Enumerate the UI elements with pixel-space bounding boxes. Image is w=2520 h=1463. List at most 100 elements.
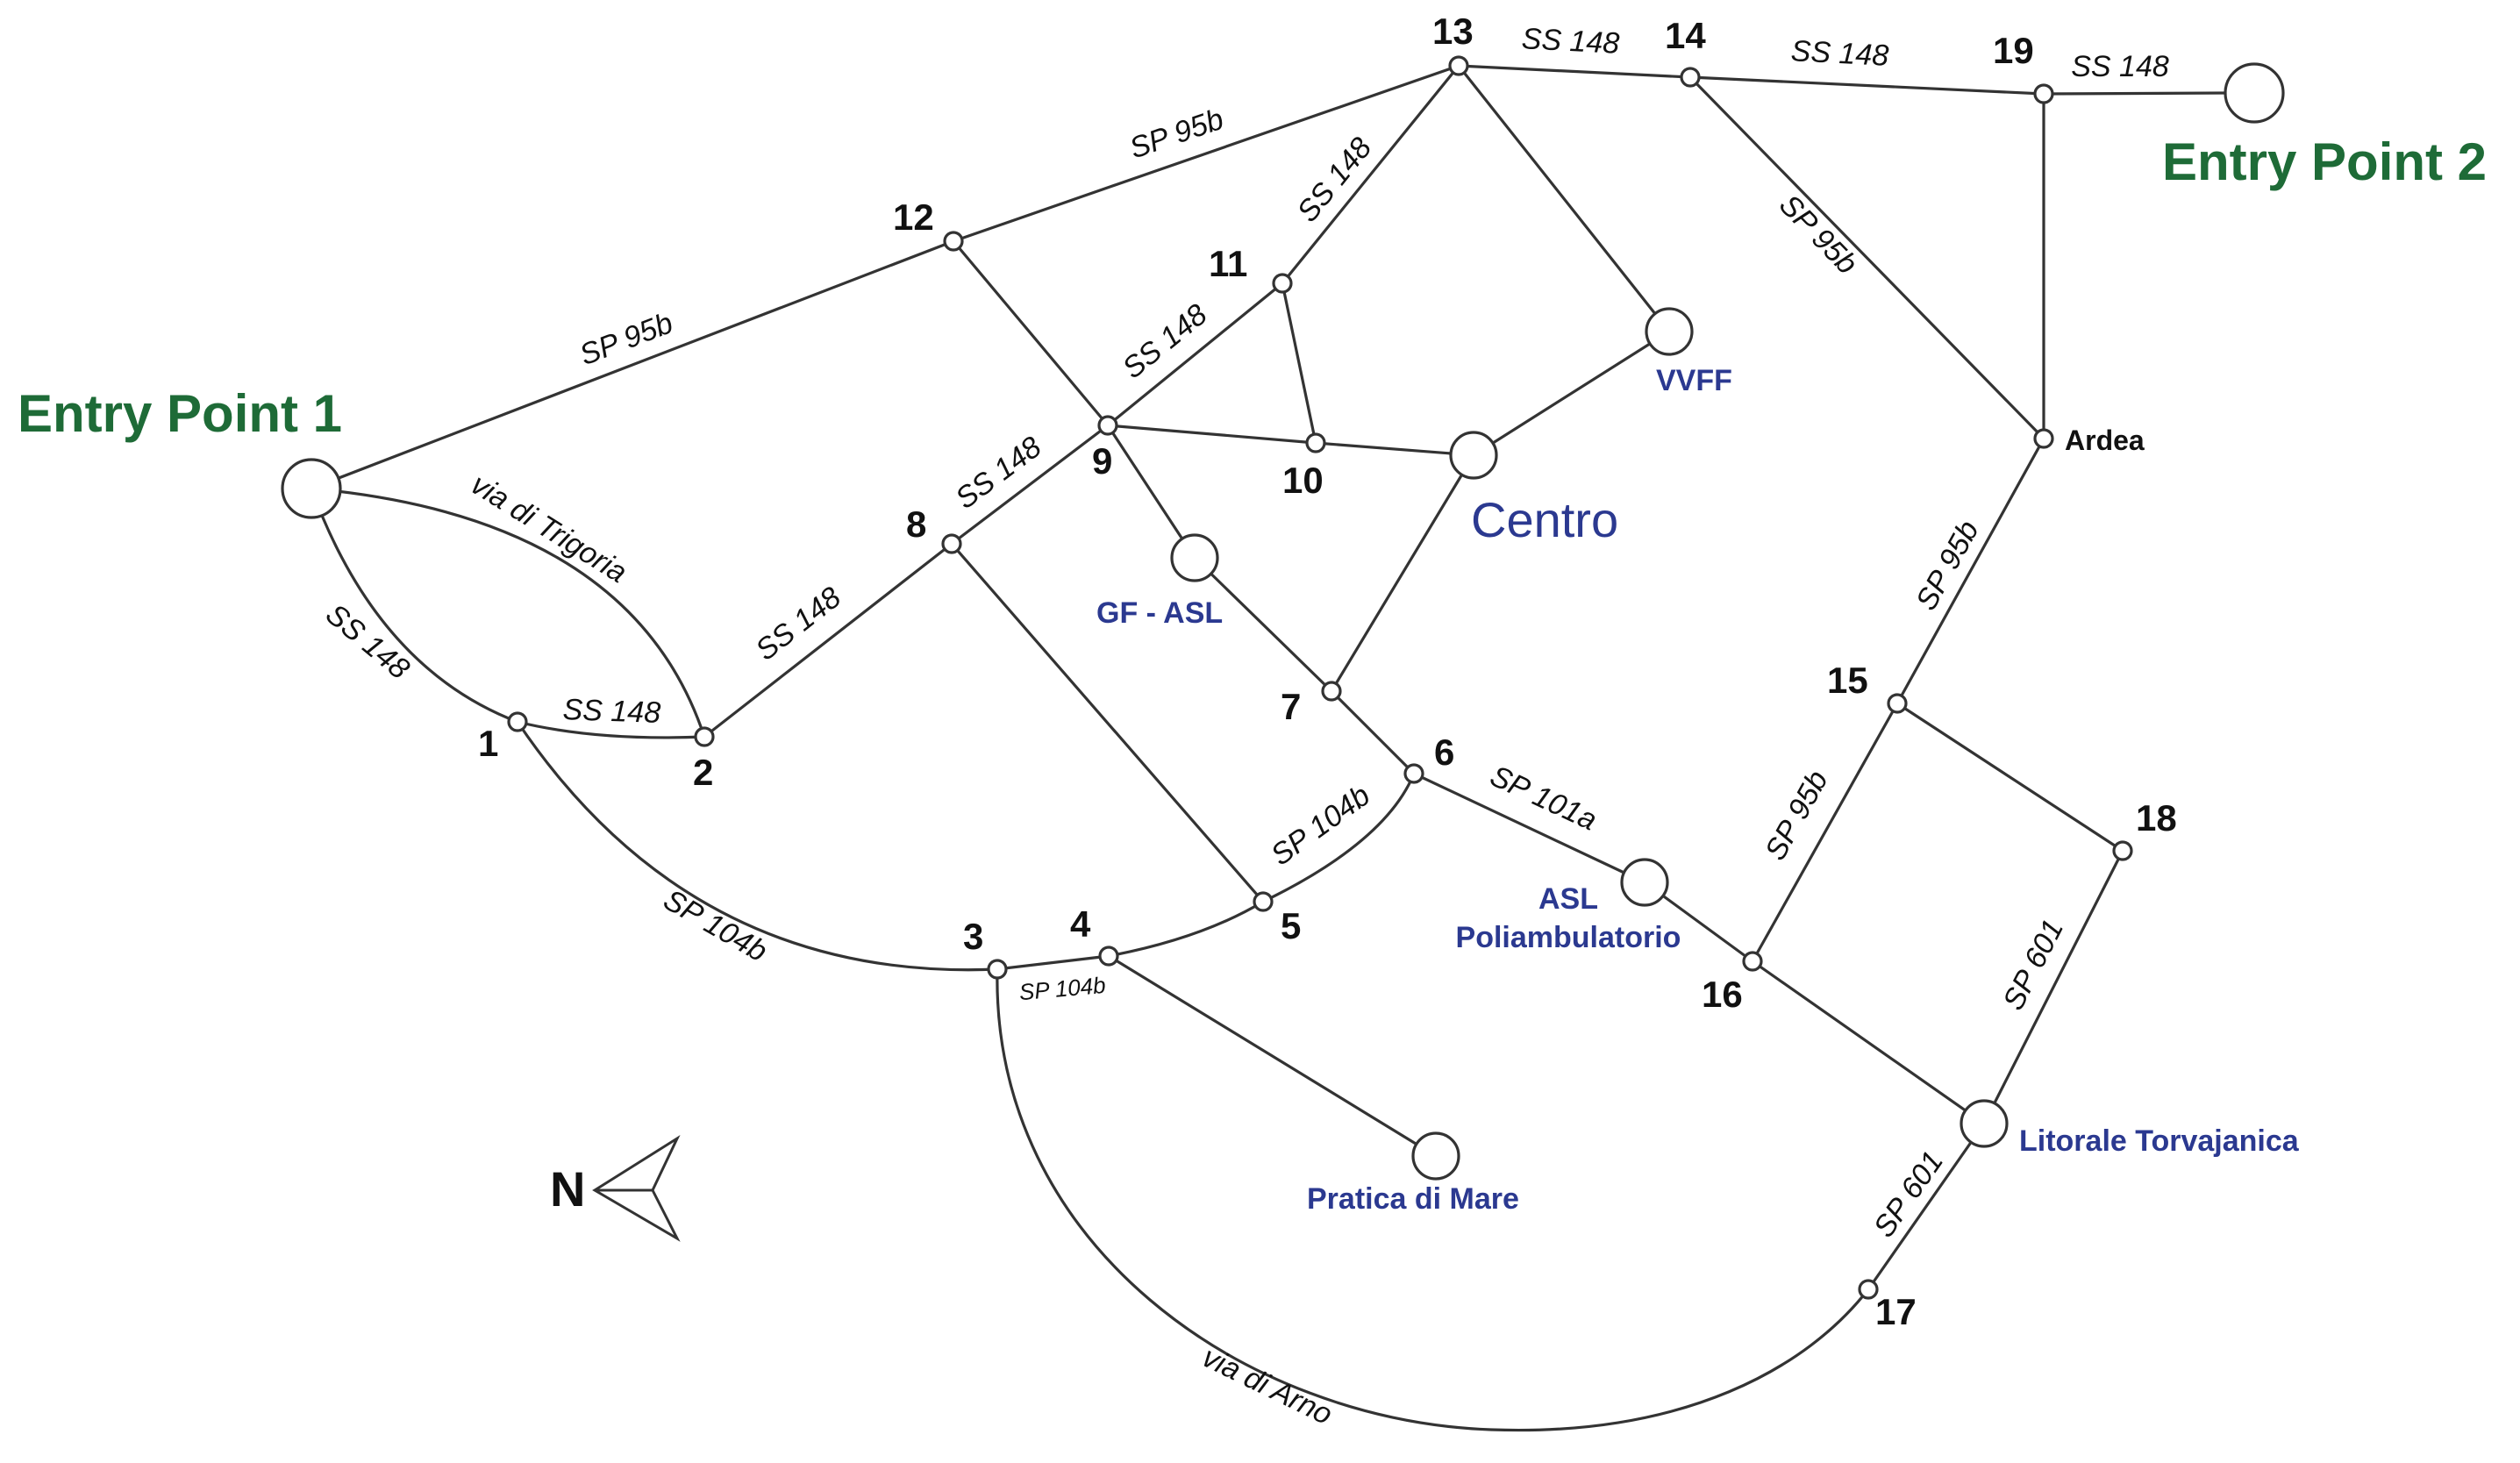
road-19-e2 bbox=[2043, 91, 2227, 96]
junction-13 bbox=[1448, 55, 1469, 76]
road-4-pratica bbox=[1108, 954, 1437, 1158]
asl-label-line2: Poliambulatorio bbox=[1456, 921, 1681, 954]
junction-5 bbox=[1253, 891, 1274, 912]
road-labels: SP 95b SP 95b SS 148 SS 148 SS 148 SP 95… bbox=[319, 22, 2169, 1431]
junction-2 bbox=[694, 726, 715, 747]
road-label-ss148-19-e2: SS 148 bbox=[2071, 50, 2169, 83]
node-label-12: 12 bbox=[893, 196, 934, 238]
junction-16 bbox=[1742, 951, 1763, 972]
junction-14 bbox=[1680, 67, 1701, 88]
road-centro-7 bbox=[1330, 454, 1475, 692]
entry-point-1-label: Entry Point 1 bbox=[18, 384, 342, 443]
pratica-node bbox=[1411, 1131, 1460, 1181]
road-5-6 bbox=[1262, 773, 1416, 903]
road-3-4 bbox=[996, 954, 1110, 971]
junction-18 bbox=[2112, 840, 2133, 861]
node-numbers: 1 2 3 4 5 6 7 8 9 10 11 12 13 14 15 16 1… bbox=[478, 11, 2177, 1332]
vvff-node bbox=[1645, 307, 1694, 356]
road-12-13 bbox=[953, 64, 1460, 243]
road-13-14 bbox=[1458, 64, 1691, 79]
road-centro-vvff bbox=[1473, 330, 1670, 457]
road-label-ss148-8-9: SS 148 bbox=[949, 430, 1047, 516]
road-16-litorale bbox=[1752, 960, 1985, 1125]
north-arrow-icon bbox=[592, 1134, 681, 1242]
node-label-14: 14 bbox=[1665, 15, 1706, 56]
road-label-sp601-18-lit: SP 601 bbox=[1996, 914, 2070, 1016]
road-label-sp95b-15-16: SP 95b bbox=[1759, 765, 1835, 866]
junction-9 bbox=[1097, 415, 1118, 436]
road-13-vvff bbox=[1457, 65, 1671, 332]
gf-asl-node bbox=[1170, 533, 1219, 582]
road-e1-1 bbox=[310, 488, 518, 724]
road-label-ss148-2-8: SS 148 bbox=[750, 581, 847, 667]
road-label-ss148-1-2: SS 148 bbox=[562, 693, 661, 730]
junction-19 bbox=[2033, 83, 2054, 104]
road-13-11 bbox=[1281, 64, 1460, 285]
node-label-2: 2 bbox=[693, 752, 713, 793]
junction-6 bbox=[1403, 763, 1424, 784]
road-7-6 bbox=[1330, 689, 1416, 775]
road-1-3 bbox=[516, 721, 998, 972]
road-1-2 bbox=[517, 720, 705, 739]
road-label-ss148-14-19: SS 148 bbox=[1790, 34, 1889, 73]
pratica-label: Pratica di Mare bbox=[1307, 1182, 1519, 1216]
junction-4 bbox=[1098, 946, 1119, 967]
road-4-5 bbox=[1108, 900, 1264, 958]
node-label-19: 19 bbox=[1993, 30, 2034, 71]
junction-1 bbox=[507, 711, 528, 732]
road-8-5 bbox=[950, 542, 1265, 903]
road-label-sp95b-14-ardea: SP 95b bbox=[1773, 188, 1864, 281]
junction-10 bbox=[1305, 432, 1326, 453]
road-11-9 bbox=[1106, 282, 1284, 427]
node-label-11: 11 bbox=[1209, 243, 1247, 284]
ardea-label: Ardea bbox=[2065, 425, 2145, 456]
node-label-7: 7 bbox=[1281, 686, 1301, 727]
road-label-sp95b-12-13: SP 95b bbox=[1125, 103, 1228, 166]
junction-15 bbox=[1887, 693, 1908, 714]
entry-point-2-node bbox=[2224, 62, 2285, 124]
road-label-sp104b-3-4: SP 104b bbox=[1018, 972, 1107, 1005]
asl-label-line1: ASL bbox=[1538, 882, 1598, 916]
node-label-5: 5 bbox=[1281, 905, 1301, 946]
node-label-10: 10 bbox=[1282, 460, 1324, 501]
road-e1-12 bbox=[311, 239, 954, 490]
node-label-6: 6 bbox=[1434, 732, 1454, 773]
road-label-ss148-13-14: SS 148 bbox=[1521, 22, 1620, 61]
gf-asl-label: GF - ASL bbox=[1096, 596, 1223, 630]
vvff-label: VVFF bbox=[1656, 364, 1732, 397]
node-label-8: 8 bbox=[906, 503, 926, 545]
node-label-16: 16 bbox=[1702, 974, 1743, 1015]
litorale-node bbox=[1960, 1099, 2009, 1148]
road-6-asl bbox=[1413, 772, 1645, 884]
road-18-litorale bbox=[1982, 850, 2124, 1124]
centro-label: Centro bbox=[1471, 492, 1618, 547]
road-label-sp101a: SP 101a bbox=[1485, 760, 1602, 838]
road-label-ss148-9-11: SS 148 bbox=[1117, 298, 1214, 386]
node-label-15: 15 bbox=[1827, 660, 1868, 701]
road-14-19 bbox=[1689, 75, 2045, 96]
litorale-label: Litorale Torvajanica bbox=[2019, 1124, 2300, 1158]
node-label-9: 9 bbox=[1092, 440, 1112, 482]
road-9-8 bbox=[951, 424, 1109, 546]
road-15-18 bbox=[1896, 702, 2124, 853]
road-label-sp601-lit-17: SP 601 bbox=[1867, 1145, 1950, 1244]
road-10-centro bbox=[1315, 441, 1474, 457]
road-via-trigoria bbox=[311, 487, 706, 738]
road-via-arno bbox=[996, 968, 1870, 1432]
junction-17 bbox=[1858, 1279, 1879, 1300]
node-label-18: 18 bbox=[2136, 797, 2177, 839]
entry-point-2-label: Entry Point 2 bbox=[2162, 132, 2487, 191]
road-label-via-arno: via di Arno bbox=[1197, 1340, 1338, 1431]
centro-node bbox=[1449, 431, 1498, 480]
asl-node bbox=[1620, 858, 1669, 907]
nodes bbox=[281, 55, 2285, 1300]
road-8-2 bbox=[703, 542, 953, 739]
road-label-sp104b-5-6: SP 104b bbox=[1265, 779, 1376, 873]
north-compass: N bbox=[550, 1134, 681, 1242]
road-15-16 bbox=[1751, 703, 1899, 962]
north-label: N bbox=[550, 1161, 585, 1217]
road-9-10 bbox=[1107, 424, 1317, 445]
road-11-10 bbox=[1281, 282, 1317, 444]
place-labels: Entry Point 1 Entry Point 2 VVFF Centro … bbox=[18, 132, 2487, 1216]
